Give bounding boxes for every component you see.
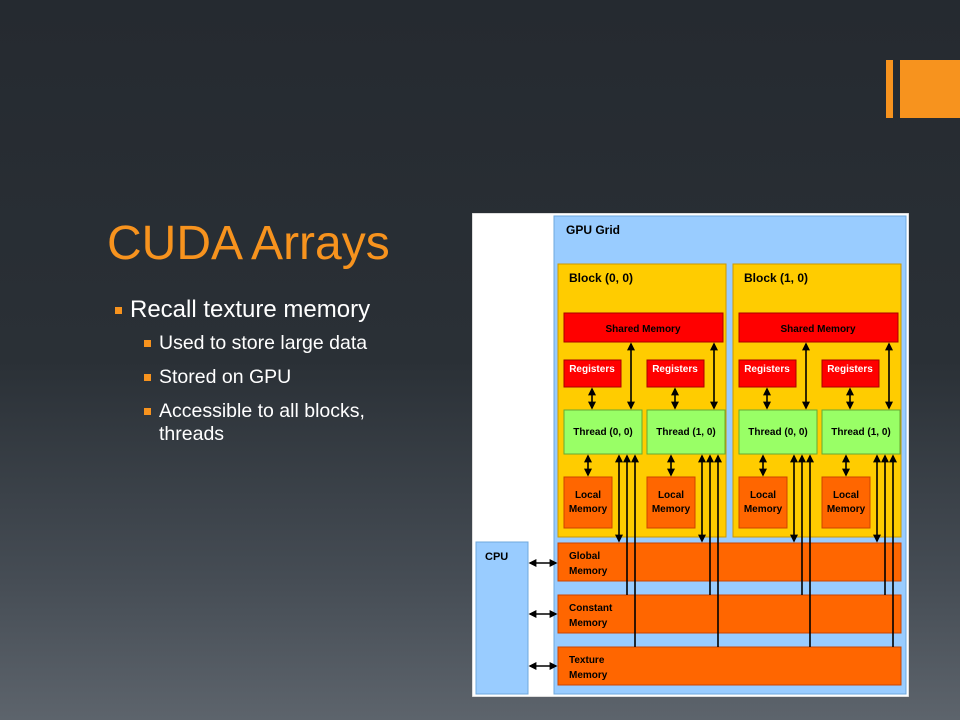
texture-memory-label: Memory — [569, 670, 608, 681]
local-memory-box — [563, 476, 613, 529]
bullet-text: Stored on GPU — [159, 366, 292, 388]
texture-memory-label: Texture — [569, 655, 605, 666]
texture-memory-box — [557, 646, 902, 686]
registers-box — [646, 359, 705, 388]
registers-label: Registers — [569, 364, 615, 375]
cpu-box — [475, 541, 529, 695]
thread-label: Thread (0, 0) — [748, 427, 807, 438]
slide-title: CUDA Arrays — [107, 217, 390, 270]
bullet-item: Accessible to all blocks, threads — [112, 400, 429, 446]
cuda-memory-diagram: GPU Grid CPU Block (0, 0) Shared Memory … — [472, 213, 909, 697]
constant-memory-box — [557, 594, 902, 634]
bullet-text: Recall texture memory — [130, 296, 371, 323]
thread-label: Thread (1, 0) — [831, 427, 890, 438]
registers-label: Registers — [744, 364, 790, 375]
registers-label: Registers — [652, 364, 698, 375]
thread-box — [821, 409, 901, 455]
local-memory-box — [646, 476, 696, 529]
bullet-list: Recall texture memory Used to store larg… — [112, 296, 429, 457]
registers-box — [738, 359, 797, 388]
global-memory-box — [557, 542, 902, 582]
block-label: Block (0, 0) — [569, 271, 633, 285]
shared-memory-box — [738, 312, 899, 343]
bullet-text: Accessible to all blocks, threads — [159, 400, 365, 445]
local-memory-box — [738, 476, 788, 529]
square-bullet-icon — [115, 307, 122, 314]
bullet-item: Stored on GPU — [112, 366, 429, 389]
block-1-0: Block (1, 0) Shared Memory Registers Reg… — [732, 263, 902, 538]
block-label: Block (1, 0) — [744, 271, 808, 285]
constant-memory-label: Memory — [569, 618, 608, 629]
thread-box — [563, 409, 643, 455]
connection-arrows — [528, 342, 897, 670]
square-bullet-icon — [144, 374, 151, 381]
registers-label: Registers — [827, 364, 873, 375]
bullet-text: Used to store large data — [159, 332, 368, 354]
shared-memory-label: Shared Memory — [780, 324, 855, 335]
thread-label: Thread (0, 0) — [573, 427, 632, 438]
local-memory-box — [821, 476, 871, 529]
registers-box — [821, 359, 880, 388]
local-memory-label: Local — [575, 490, 601, 501]
thread-box — [646, 409, 726, 455]
shared-memory-label: Shared Memory — [605, 324, 680, 335]
constant-memory-label: Constant — [569, 603, 613, 614]
block-0-0: Block (0, 0) Shared Memory Registers Reg… — [557, 263, 727, 538]
local-memory-label: Local — [750, 490, 776, 501]
global-memory-label: Memory — [569, 566, 608, 577]
bullet-item: Used to store large data — [112, 332, 429, 355]
thread-label: Thread (1, 0) — [656, 427, 715, 438]
thread-box — [738, 409, 818, 455]
local-memory-label: Memory — [827, 504, 866, 515]
shared-memory-box — [563, 312, 724, 343]
corner-accent-bar-thin — [886, 60, 893, 118]
global-memory-label: Global — [569, 551, 600, 562]
local-memory-label: Memory — [569, 504, 608, 515]
square-bullet-icon — [144, 408, 151, 415]
local-memory-label: Local — [833, 490, 859, 501]
local-memory-label: Memory — [652, 504, 691, 515]
bullet-item: Recall texture memory — [112, 296, 429, 324]
local-memory-label: Local — [658, 490, 684, 501]
registers-box — [563, 359, 622, 388]
local-memory-label: Memory — [744, 504, 783, 515]
cpu-label: CPU — [485, 551, 508, 563]
square-bullet-icon — [144, 340, 151, 347]
corner-accent-bar-thick — [900, 60, 960, 118]
gpu-grid-label: GPU Grid — [566, 223, 620, 237]
